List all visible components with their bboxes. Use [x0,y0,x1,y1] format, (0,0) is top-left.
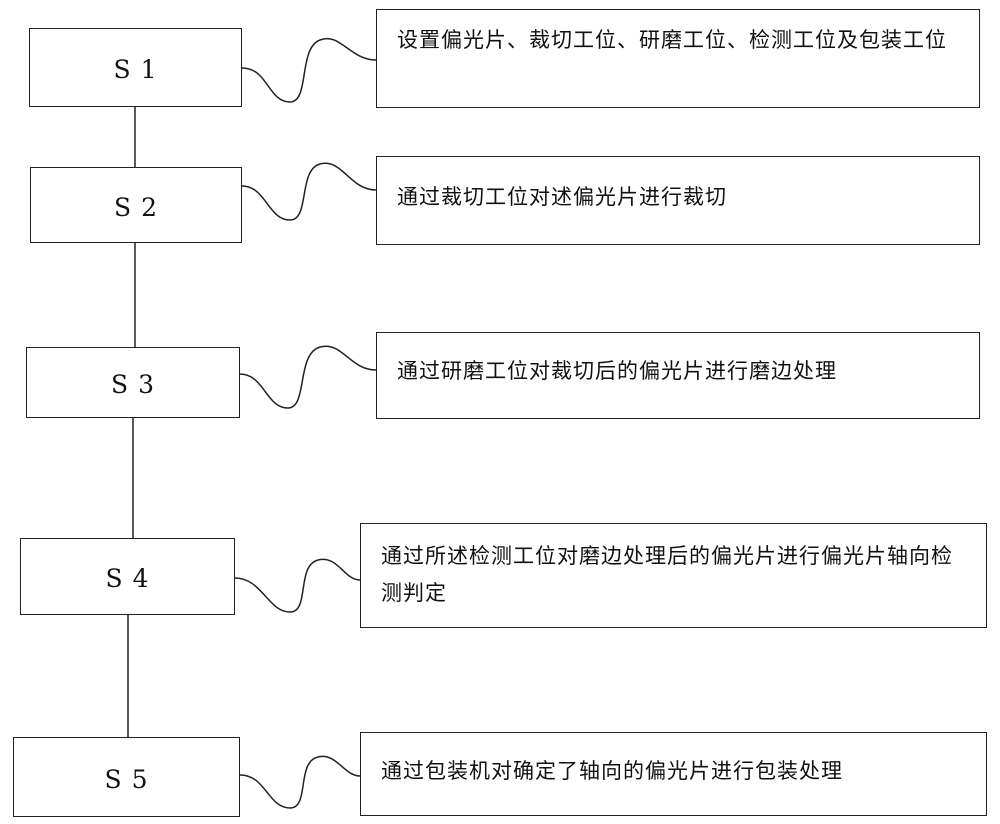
leader-s3 [239,345,377,409]
description-box-s3: 通过研磨工位对裁切后的偏光片进行磨边处理 [376,332,980,419]
leader-s4 [234,558,361,613]
step-box-s4: S 4 [20,538,235,615]
description-box-s5: 通过包装机对确定了轴向的偏光片进行包装处理 [360,732,987,816]
step-box-s3: S 3 [26,347,240,418]
step-box-s5: S 5 [13,737,240,817]
description-box-s4: 通过所述检测工位对磨边处理后的偏光片进行偏光片轴向检测判定 [360,523,987,628]
leader-s1 [241,37,377,103]
description-box-s1: 设置偏光片、裁切工位、研磨工位、检测工位及包装工位 [376,9,980,108]
step-box-s1: S 1 [29,28,242,107]
description-box-s2: 通过裁切工位对述偏光片进行裁切 [376,156,980,245]
description-text-s1: 设置偏光片、裁切工位、研磨工位、检测工位及包装工位 [397,28,947,52]
leader-s2 [241,162,377,221]
description-text-s4: 通过所述检测工位对磨边处理后的偏光片进行偏光片轴向检测判定 [381,544,953,605]
description-text-s2: 通过裁切工位对述偏光片进行裁切 [397,185,727,209]
leader-s5 [239,755,361,809]
step-label-s3: S 3 [111,370,155,399]
step-label-s5: S 5 [104,764,149,794]
step-box-s2: S 2 [30,167,242,243]
description-text-s3: 通过研磨工位对裁切后的偏光片进行磨边处理 [397,359,837,383]
step-label-s4: S 4 [105,564,150,593]
step-label-s2: S 2 [114,192,158,222]
step-label-s1: S 1 [113,55,158,84]
description-text-s5: 通过包装机对确定了轴向的偏光片进行包装处理 [381,759,843,783]
